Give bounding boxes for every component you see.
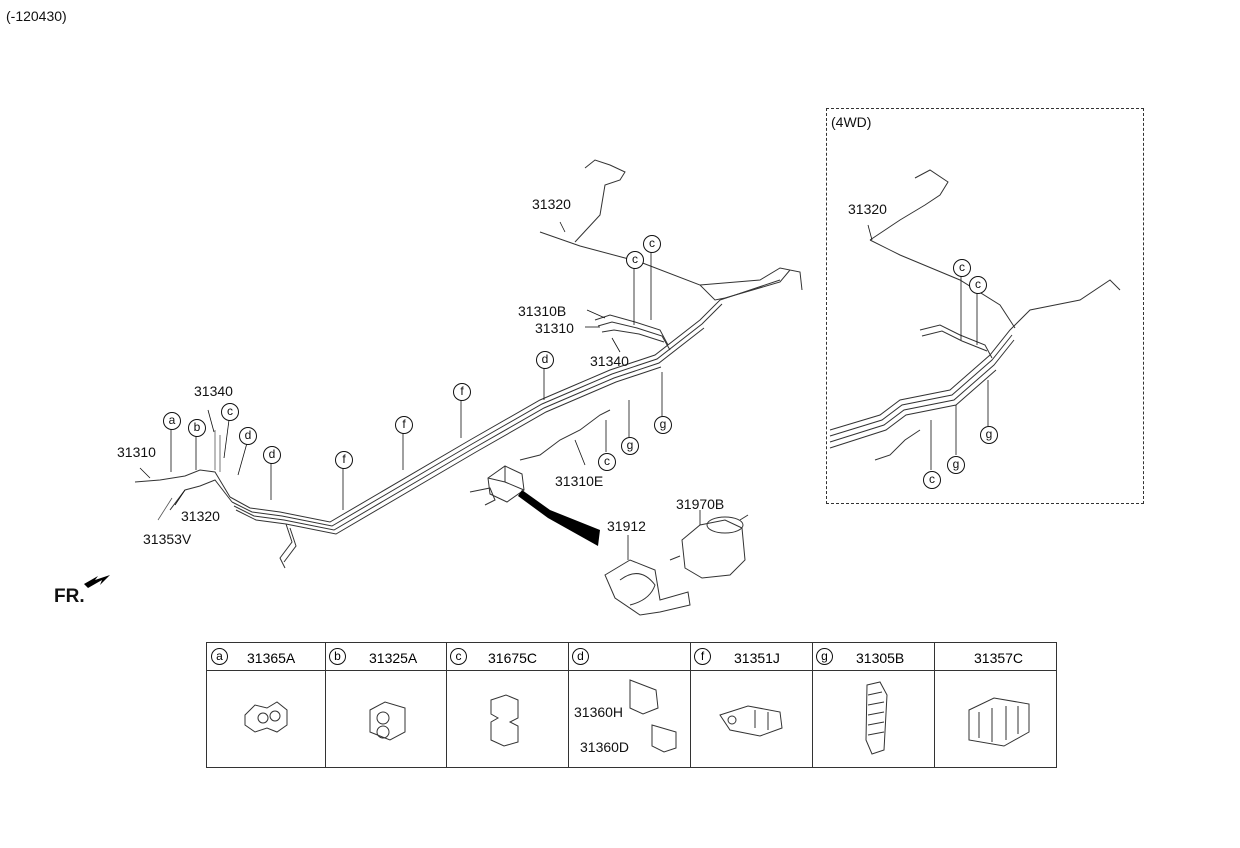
parts-table: a 31365A b 31325A c 31675C d 31360H 31 (206, 642, 1057, 768)
callout-d: d (239, 427, 257, 445)
4wd-inset-box: (4WD) (826, 108, 1144, 504)
label-31970B: 31970B (676, 496, 725, 512)
label-31310-mid: 31310 (535, 320, 574, 336)
clip-31360-icon (629, 679, 677, 753)
callout-g: g (654, 416, 672, 434)
callout-c: c (221, 403, 239, 421)
parts-column-a: a 31365A (207, 643, 326, 767)
box-label-31320: 31320 (848, 201, 887, 217)
callout-c: c (643, 235, 661, 253)
fuel-filter-31970B (669, 514, 749, 579)
label-31340-mid: 31340 (590, 353, 629, 369)
label-31340-left: 31340 (194, 383, 233, 399)
parts-letter: c (450, 648, 467, 665)
parts-code: 31305B (856, 650, 905, 666)
4wd-pipe-bundle (829, 169, 1121, 470)
parts-column-f: f 31351J (690, 643, 813, 767)
parts-header: c 31675C (446, 643, 568, 671)
box-callout-g: g (980, 426, 998, 444)
box-callout-c: c (923, 471, 941, 489)
parts-letter: f (694, 648, 711, 665)
parts-header: f 31351J (690, 643, 812, 671)
parts-letter: b (329, 648, 346, 665)
label-31320-left: 31320 (181, 508, 220, 524)
parts-letter: a (211, 648, 228, 665)
label-31912: 31912 (607, 518, 646, 534)
parts-header: a 31365A (207, 643, 325, 671)
4wd-title: (4WD) (831, 114, 872, 130)
clip-31351J-icon (719, 705, 783, 737)
parts-header: b 31325A (325, 643, 446, 671)
box-callout-g: g (947, 456, 965, 474)
callout-g: g (621, 437, 639, 455)
parts-code: 31351J (734, 650, 780, 666)
parts-code: 31357C (974, 650, 1024, 666)
diagram-code: (-120430) (6, 8, 67, 24)
parts-column-357C: 31357C (934, 643, 1056, 767)
callout-c: c (598, 453, 616, 471)
brake-pipe-bundle (134, 159, 803, 569)
callout-d: d (536, 351, 554, 369)
clip-31325A-icon (369, 701, 406, 741)
label-31310-left: 31310 (117, 444, 156, 460)
parts-column-b: b 31325A (325, 643, 447, 767)
clip-31357C-icon (968, 697, 1030, 747)
box-callout-c: c (953, 259, 971, 277)
label-31320-top: 31320 (532, 196, 571, 212)
label-31310B: 31310B (518, 303, 567, 319)
parts-header: 31357C (934, 643, 1056, 671)
sub-code-31360H: 31360H (574, 704, 624, 720)
label-31310E: 31310E (555, 473, 604, 489)
clip-31675C-icon (490, 694, 519, 747)
callout-b: b (188, 419, 206, 437)
callout-f: f (453, 383, 471, 401)
leader-lines (139, 221, 701, 560)
callout-f: f (335, 451, 353, 469)
parts-code: 31365A (247, 650, 296, 666)
clip-31305B-icon (865, 681, 888, 755)
label-31353V: 31353V (143, 531, 192, 547)
callout-c: c (626, 251, 644, 269)
box-callout-c: c (969, 276, 987, 294)
parts-column-d: d 31360H 31360D (568, 643, 691, 767)
fuel-filter-small (487, 465, 525, 503)
parts-letter: g (816, 648, 833, 665)
detail-arrow (518, 490, 600, 546)
parts-code: 31325A (369, 650, 418, 666)
parts-letter: d (572, 648, 589, 665)
front-arrow-icon (84, 575, 110, 588)
parts-header: g 31305B (812, 643, 934, 671)
sub-code-31360D: 31360D (580, 739, 630, 755)
clip-31365A-icon (244, 701, 288, 733)
parts-header: d (568, 643, 690, 671)
front-indicator: FR. (54, 586, 85, 607)
parts-code: 31675C (488, 650, 538, 666)
callout-d: d (263, 446, 281, 464)
parts-column-g: g 31305B (812, 643, 935, 767)
parts-column-c: c 31675C (446, 643, 569, 767)
callout-a: a (163, 412, 181, 430)
callout-f: f (395, 416, 413, 434)
bracket-31912 (604, 559, 691, 616)
